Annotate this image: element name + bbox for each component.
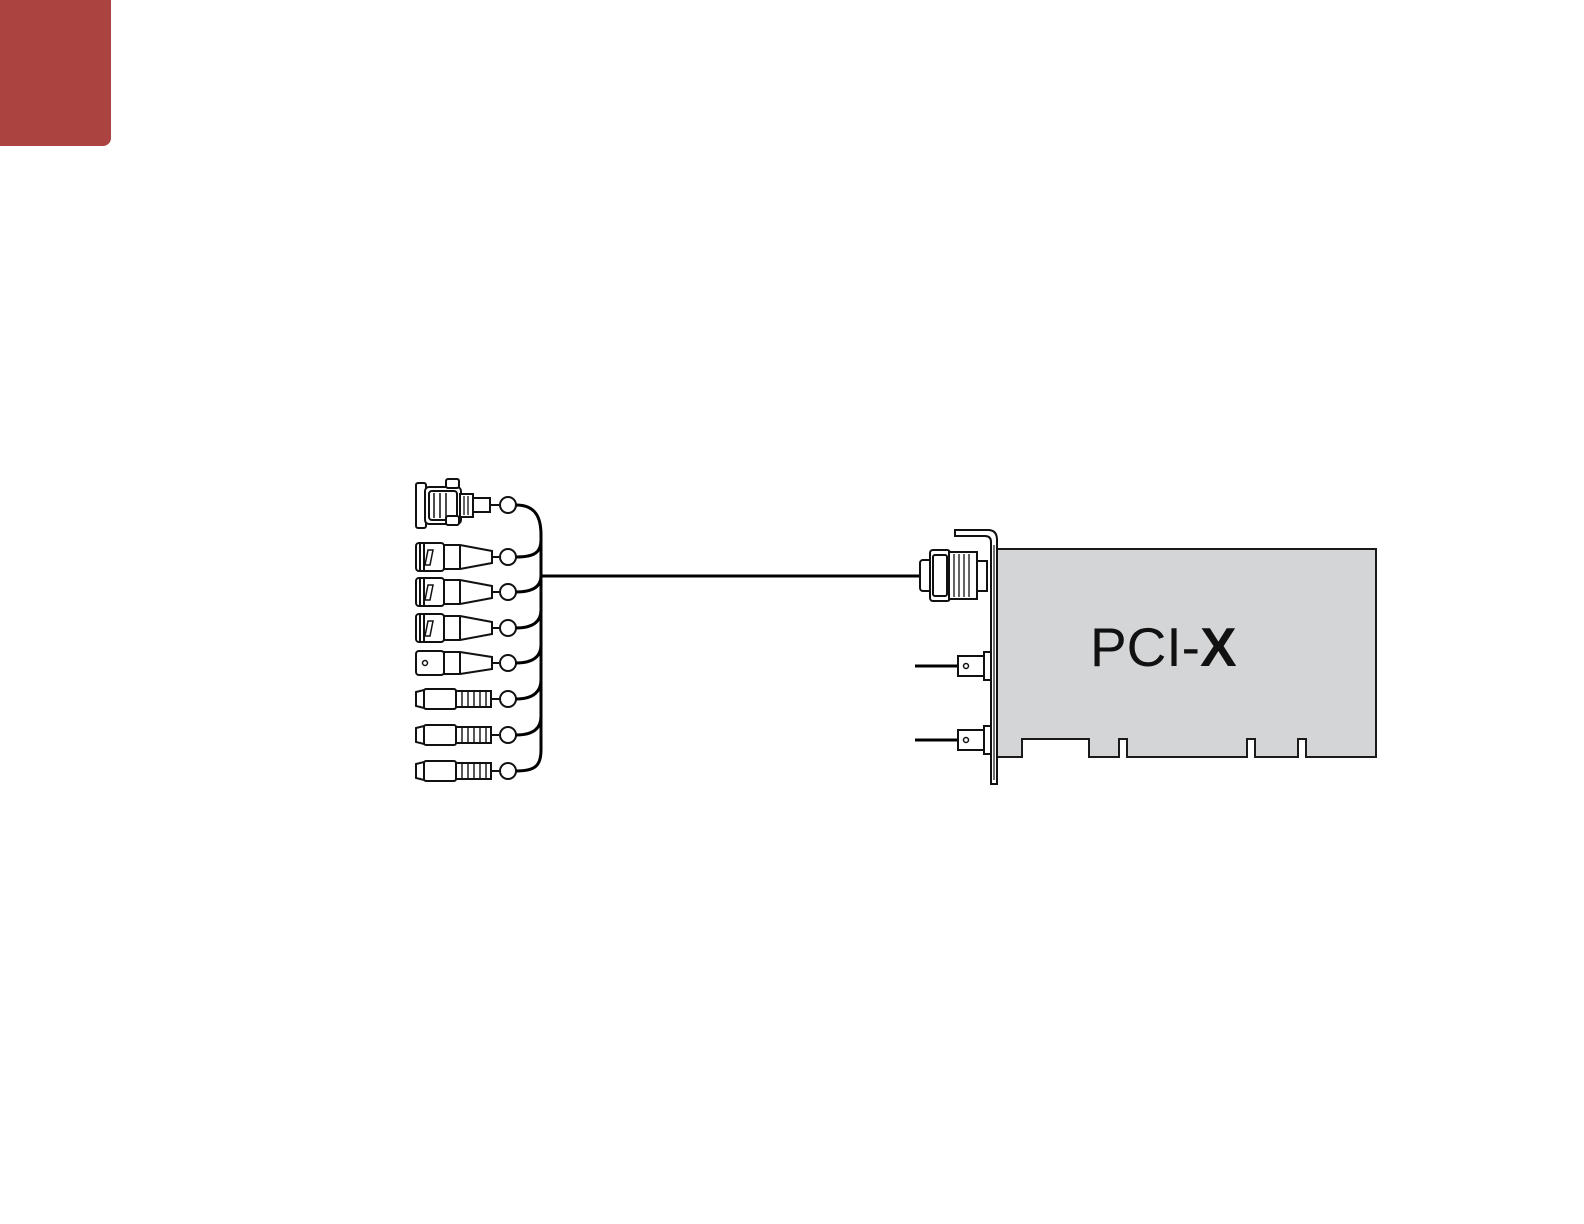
xlr-connector-icon: [416, 725, 516, 745]
bnc-connector-icon: [416, 578, 516, 606]
xlr-connector-icon: [416, 689, 516, 709]
card-label: PCI-X: [1090, 616, 1237, 678]
card-label-prefix: PCI-: [1090, 616, 1200, 678]
db9-connector-icon: [416, 479, 516, 528]
bnc-port-icon: [915, 726, 991, 754]
breakout-cable: [416, 479, 516, 781]
breakout-bundle: [516, 505, 541, 771]
bnc-connector-icon: [416, 614, 516, 642]
xlr-connector-icon: [416, 761, 516, 781]
pcix-card: PCI-X: [915, 530, 1376, 784]
bnc-connector-icon: [416, 651, 516, 675]
card-label-suffix: X: [1200, 616, 1237, 678]
bnc-port-icon: [915, 652, 991, 680]
bnc-connector-icon: [416, 543, 516, 571]
hd-port-icon: [920, 550, 987, 601]
